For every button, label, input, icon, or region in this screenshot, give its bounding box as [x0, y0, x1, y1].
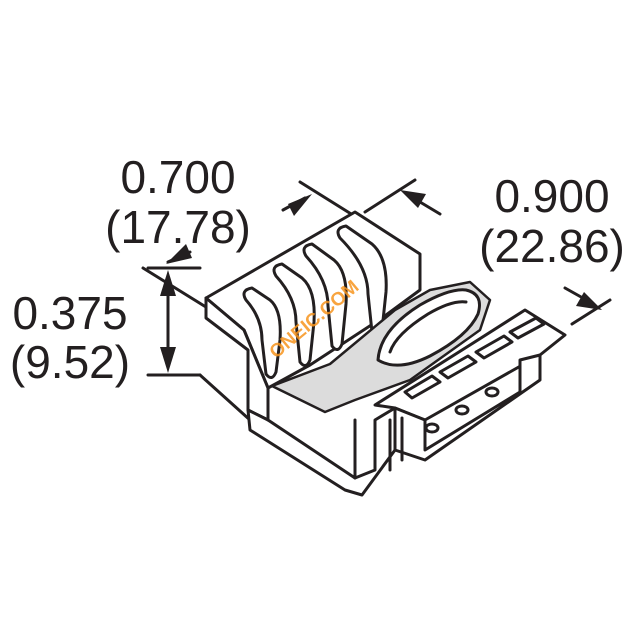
width-inches-label: 0.700: [120, 151, 235, 203]
fin-slots: [242, 224, 388, 379]
right-side-wall: [393, 353, 542, 462]
right-fin-slots: [403, 316, 546, 400]
base-channel: [246, 406, 397, 497]
width-arrow-right: [288, 194, 312, 216]
length-arrow-bottom: [576, 292, 602, 310]
width-mm-label: (17.78): [105, 201, 251, 253]
height-dimension-lines: [146, 266, 252, 422]
heatsink-part: [204, 210, 567, 497]
length-dimension-label: 0.900 (22.86): [479, 170, 625, 272]
length-arrow-top: [400, 190, 426, 208]
width-arrow-left: [166, 244, 192, 264]
clip-loop: [376, 288, 481, 367]
length-dimension-lines: [363, 178, 612, 326]
height-inches-label: 0.375: [12, 287, 127, 339]
height-arrow-top: [160, 270, 176, 296]
length-inches-label: 0.900: [494, 170, 609, 222]
height-dimension-label: 0.375 (9.52): [10, 287, 130, 388]
height-arrow-bottom: [160, 347, 176, 373]
width-dimension-label: 0.700 (17.78): [105, 151, 251, 253]
height-mm-label: (9.52): [10, 336, 130, 388]
length-mm-label: (22.86): [479, 220, 625, 272]
rivet-holes: [424, 386, 500, 434]
